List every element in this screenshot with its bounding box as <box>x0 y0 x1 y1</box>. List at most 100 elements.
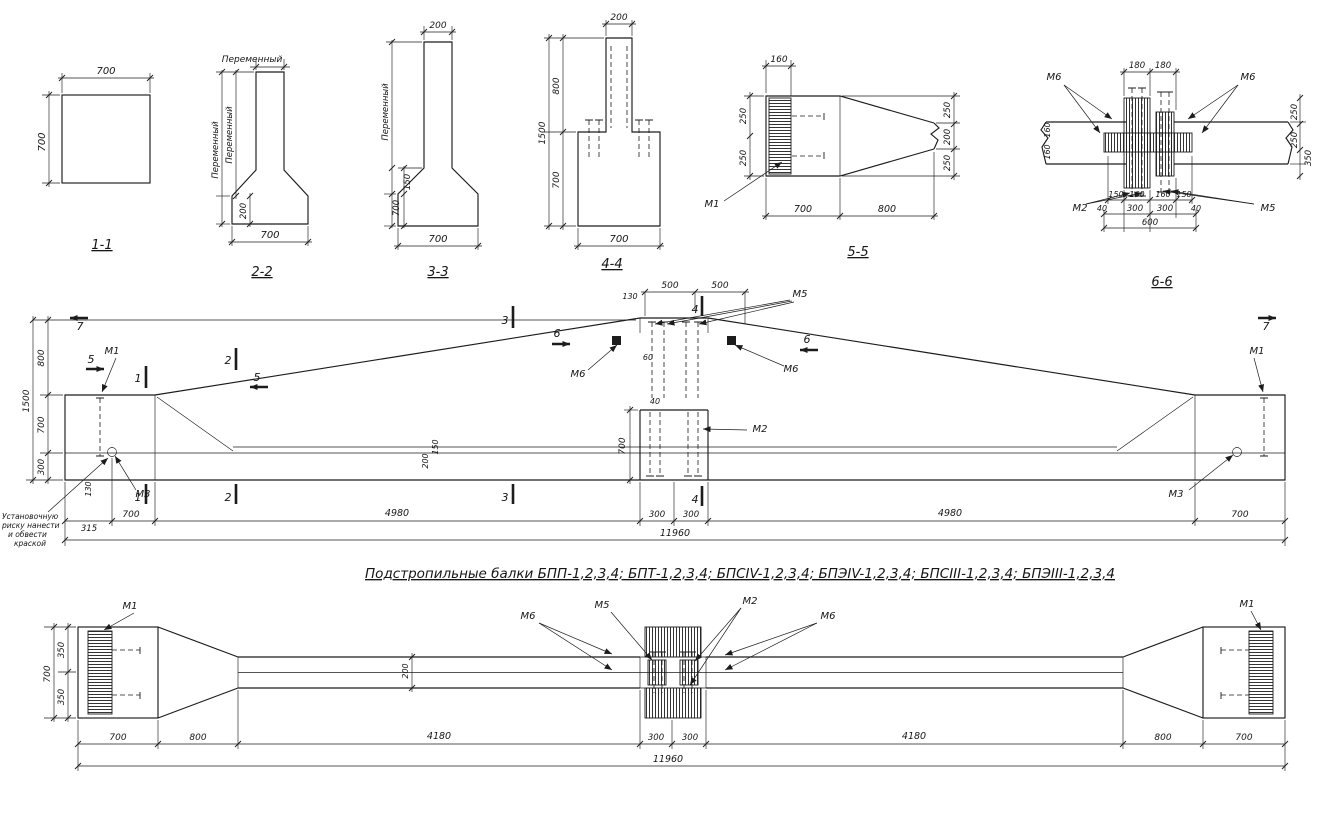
el-mark-6-right: 6 <box>804 333 811 346</box>
el-note-line-2: риску нанести <box>1 521 60 530</box>
s66-mark-m2: М2 <box>1073 203 1088 214</box>
s66-title: 6-6 <box>1151 275 1172 290</box>
el-mark-m6-right: М6 <box>784 364 799 375</box>
el-dim-500-left: 500 <box>661 281 678 291</box>
el-dim-4980-left: 4980 <box>385 508 409 519</box>
el-mark-m3-right: М3 <box>1169 489 1184 500</box>
chord-bolt-right <box>727 336 736 345</box>
pl-dim-300-left: 300 <box>648 733 664 743</box>
s55-dim-800: 800 <box>878 204 896 215</box>
joint-plate-bottom <box>644 687 702 719</box>
joint-plate-b <box>1155 111 1175 177</box>
s66-mark-m6-left: М6 <box>1047 72 1062 83</box>
pl-dim-11960: 11960 <box>653 754 683 765</box>
pl-dim-350-bot: 350 <box>57 689 67 705</box>
el-note-line-4: краской <box>14 539 46 548</box>
el-dim-11960: 11960 <box>660 528 690 539</box>
s66-dim-350: 350 <box>1304 150 1314 166</box>
joint-plate-mid-right <box>679 659 699 686</box>
pl-dim-800-b2: 800 <box>1154 733 1171 743</box>
pl-dim-350-top: 350 <box>57 642 67 658</box>
anchor-bolts-dashed <box>99 322 1265 476</box>
pl-dim-700-left: 700 <box>43 665 53 682</box>
s22-dim-top-peremenny: Переменный <box>222 55 283 65</box>
s55-mark-m1: М1 <box>705 199 720 210</box>
pl-mark-m5: М5 <box>595 600 610 611</box>
s22-title: 2-2 <box>251 265 272 280</box>
s44-dim-1500: 1500 <box>538 121 548 144</box>
el-dim-700-center: 700 <box>618 437 628 454</box>
el-mark-m3-left: М3 <box>136 489 151 500</box>
section-1-1-view <box>42 73 154 187</box>
s66-dim-160-v2: 160 <box>1043 144 1052 159</box>
s66-dim-180-left: 180 <box>1129 61 1145 71</box>
el-dim-130-apex: 130 <box>622 292 637 301</box>
section-5-5-view <box>723 60 960 220</box>
joint-plate-top <box>644 626 702 658</box>
break-line-right <box>1285 121 1294 165</box>
s66-dim-150-1: 150 <box>1108 190 1123 199</box>
s44-title: 4-4 <box>601 257 622 272</box>
s22-dim-left-peremenny-inner: Переменный <box>225 106 235 164</box>
s55-dim-160: 160 <box>770 55 787 65</box>
s55-dim-250-left-top: 250 <box>739 108 749 124</box>
el-mark-3-bot: 3 <box>502 491 509 504</box>
end-plate-m1-right <box>1248 630 1274 715</box>
end-plate-m1-left <box>87 630 113 715</box>
el-dim-1500: 1500 <box>22 389 32 412</box>
el-dim-700-bot-left: 700 <box>122 510 139 520</box>
leader-lines <box>47 299 1264 513</box>
el-mark-1-top: 1 <box>135 372 142 385</box>
el-note-line-3: и обвести <box>8 530 47 539</box>
s33-dim-150: 150 <box>403 174 413 190</box>
pl-dim-4180-left: 4180 <box>427 731 451 742</box>
el-mark-4-bot: 4 <box>692 493 699 506</box>
pl-dim-800-b1: 800 <box>189 733 206 743</box>
break-line-left <box>1040 121 1049 165</box>
s66-dim-250-bot: 250 <box>1290 132 1300 148</box>
el-mark-5-right: 5 <box>254 371 261 384</box>
s55-dim-250-right-bot: 250 <box>943 155 953 171</box>
el-dim-300: 300 <box>37 459 47 475</box>
s66-dim-300-left: 300 <box>1127 204 1143 214</box>
s55-dim-700: 700 <box>794 204 812 215</box>
pl-dim-300-right: 300 <box>682 733 698 743</box>
el-dim-700-left: 700 <box>37 416 47 433</box>
s66-dim-160-1: 160 <box>1129 190 1144 199</box>
el-mark-2-top: 2 <box>225 354 232 367</box>
el-dim-315: 315 <box>81 524 97 534</box>
s66-dim-250-top: 250 <box>1290 104 1300 120</box>
s44-dim-700-bottom: 700 <box>609 234 628 245</box>
s22-dim-left-peremenny-outer: Переменный <box>211 121 221 179</box>
el-mark-m2: М2 <box>753 424 768 435</box>
s11-title: 1-1 <box>91 238 112 253</box>
el-mark-2-bot: 2 <box>225 491 232 504</box>
center-support-block <box>639 409 709 480</box>
el-dim-300-bot-left: 300 <box>649 510 665 520</box>
elevation-view <box>26 288 1289 546</box>
s11-dim-700-top: 700 <box>96 66 115 77</box>
s66-dim-160-2: 160 <box>1155 190 1170 199</box>
pl-mark-m6-right: М6 <box>821 611 836 622</box>
pl-mark-m6-left: М6 <box>521 611 536 622</box>
setting-mark-left <box>107 447 117 457</box>
el-dim-300-bot-right: 300 <box>683 510 699 520</box>
el-dim-150-mid: 150 <box>431 439 440 454</box>
section-2-2-view <box>216 59 312 246</box>
s44-dim-800: 800 <box>552 77 562 94</box>
s55-dim-250-right-top: 250 <box>943 102 953 118</box>
s66-dim-40-left: 40 <box>1097 204 1107 213</box>
s55-dim-250-left-bot: 250 <box>739 150 749 166</box>
s66-dim-160-v1: 160 <box>1043 122 1052 137</box>
s44-dim-700-left: 700 <box>552 171 562 188</box>
el-dim-40: 40 <box>650 397 660 406</box>
s44-dim-200-top: 200 <box>610 13 627 23</box>
s22-dim-700-bottom: 700 <box>260 230 279 241</box>
el-mark-m6-left: М6 <box>571 369 586 380</box>
plan-view <box>44 607 1289 771</box>
pl-dim-200-mid: 200 <box>401 663 410 678</box>
el-dim-700-bot-right: 700 <box>1231 510 1248 520</box>
el-mark-6-left: 6 <box>554 327 561 340</box>
